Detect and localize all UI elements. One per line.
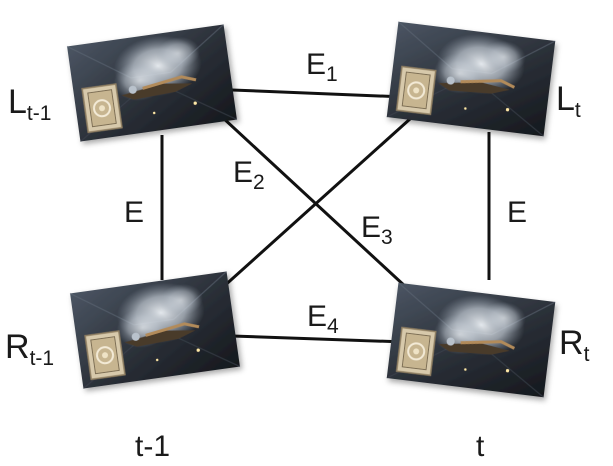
- node-label-left-prev: Lt-1: [8, 83, 51, 125]
- edge-label-bottom: E4: [307, 300, 339, 338]
- edge-top: [231, 88, 406, 99]
- edge-label-right-vert: E: [507, 196, 527, 229]
- edge-bottom: [231, 334, 406, 344]
- edge-label-diag-b: E3: [361, 211, 393, 249]
- edge-label-top: E1: [306, 48, 338, 86]
- edge-diag-a: [220, 108, 422, 290]
- edge-label-left-vert: E: [124, 196, 144, 229]
- time-label-curr: t: [476, 430, 485, 463]
- edge-label-diag-a: E2: [233, 156, 265, 194]
- edge-diag-b: [220, 115, 422, 302]
- frame-image-left-prev: [65, 22, 239, 144]
- time-label-prev: t-1: [135, 430, 170, 463]
- node-label-right-prev: Rt-1: [5, 328, 54, 370]
- frame-image-right-curr: [385, 281, 557, 399]
- node-label-right-curr: Rt: [559, 324, 590, 366]
- frame-image-left-curr: [385, 20, 557, 138]
- node-label-left-curr: Lt: [556, 80, 581, 122]
- frame-image-right-prev: [68, 269, 242, 391]
